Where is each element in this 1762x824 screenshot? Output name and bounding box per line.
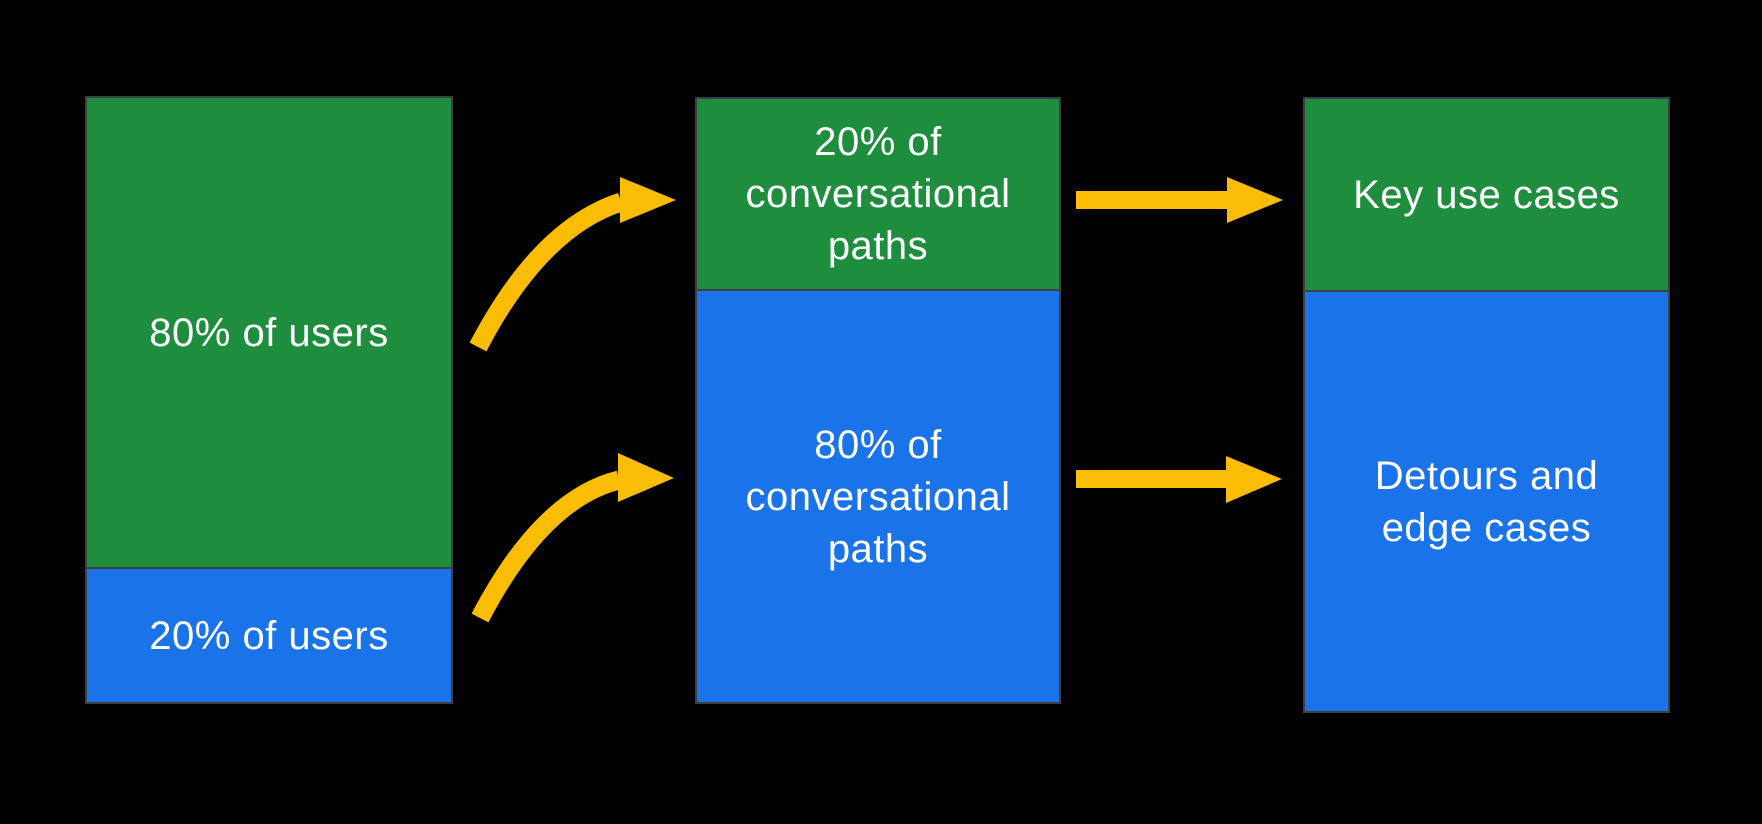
- straight-arrow-top: [1076, 177, 1283, 223]
- segment-label-key-use-cases: Key use cases: [1353, 172, 1620, 217]
- column-users: 80% of users 20% of users: [85, 96, 453, 704]
- segment-users-minority: 20% of users: [87, 569, 451, 702]
- segment-label-users-minority: 20% of users: [149, 613, 389, 658]
- segment-key-use-cases: Key use cases: [1305, 99, 1668, 292]
- segment-users-majority: 80% of users: [87, 98, 451, 569]
- segment-label-detours-edge-cases: Detours and edge cases: [1374, 453, 1599, 550]
- segment-paths-edge: 80% of conversational paths: [697, 291, 1059, 702]
- curved-arrow-top-head: [620, 177, 676, 223]
- segment-detours-edge-cases: Detours and edge cases: [1305, 292, 1668, 711]
- segment-label-users-majority: 80% of users: [149, 310, 389, 355]
- segment-label-paths-edge: 80% of conversational paths: [745, 422, 1011, 571]
- curved-arrow-top: [469, 177, 676, 352]
- column-outcomes: Key use cases Detours and edge cases: [1303, 97, 1670, 713]
- column-conversational-paths: 20% of conversational paths 80% of conve…: [695, 97, 1061, 704]
- curved-arrow-bottom-shaft: [471, 470, 622, 623]
- segment-paths-key: 20% of conversational paths: [697, 99, 1059, 291]
- curved-arrow-top-shaft: [469, 192, 625, 352]
- curved-arrow-bottom-head: [618, 453, 674, 502]
- straight-arrow-bottom: [1076, 456, 1282, 503]
- straight-arrow-top-head: [1227, 177, 1283, 223]
- straight-arrow-bottom-head: [1226, 456, 1282, 503]
- segment-label-paths-key: 20% of conversational paths: [745, 120, 1011, 268]
- curved-arrow-bottom: [471, 453, 674, 623]
